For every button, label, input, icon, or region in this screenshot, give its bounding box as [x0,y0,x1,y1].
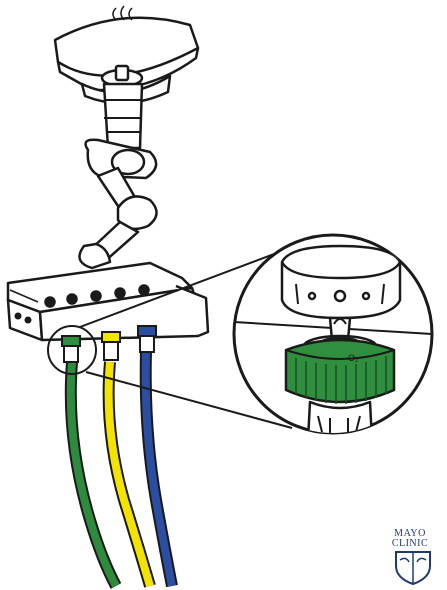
logo-line-clinic: CLINIC [391,538,429,549]
articulating-arm [78,82,158,270]
green-hose [64,361,122,589]
highlight-callout [47,247,293,429]
logo-line-mayo: MAYO [394,528,426,539]
o2-gas-symbol: O₂ [348,353,359,363]
blue-fitting [137,325,157,353]
ceiling-mount [53,5,200,105]
yellow-fitting [101,331,121,361]
yellow-hose [102,361,156,588]
blue-hose [139,351,178,588]
outlet-panel [6,261,210,342]
mayo-shield-icon [395,551,431,586]
zoomed-detail: O₂ [232,233,434,435]
green-fitting [61,335,81,363]
